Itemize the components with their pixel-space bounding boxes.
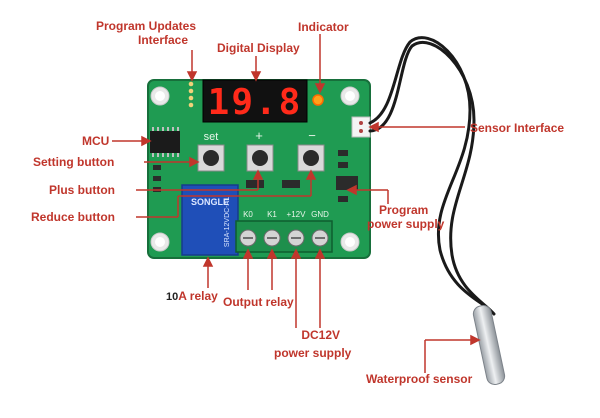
- program-updates-line2: Interface: [138, 33, 189, 47]
- mcu-label: MCU: [82, 134, 110, 148]
- dc12v-line1: DC12V: [301, 328, 341, 342]
- sensor-connector: [351, 116, 371, 138]
- minus-silk-label: −: [308, 128, 316, 143]
- plus-silk-label: +: [255, 128, 263, 143]
- program-updates-header: [188, 81, 194, 108]
- waterproof-sensor-label: Waterproof sensor: [366, 372, 473, 386]
- dc12v-label: DC12V power supply: [274, 328, 352, 360]
- plus-button[interactable]: [246, 144, 274, 172]
- relay-10a-rest: A relay: [178, 289, 218, 303]
- plus-button-label: Plus button: [49, 183, 115, 197]
- indicator-led: [312, 94, 324, 106]
- digital-display: 19.8: [202, 79, 308, 123]
- sensor-cable: [368, 36, 496, 316]
- waterproof-probe: [472, 304, 506, 386]
- terminal-label-k1: K1: [267, 210, 277, 219]
- program-updates-label: Program Updates Interface: [96, 19, 196, 47]
- program-power-line1: Program: [379, 203, 429, 217]
- smd-components: [153, 150, 358, 202]
- terminal-label-12v: +12V: [287, 210, 307, 219]
- terminal-label-k0: K0: [243, 210, 253, 219]
- pcb-board: 19.8 set + −: [147, 79, 371, 259]
- callout-lines: [112, 34, 481, 373]
- set-silk-label: set: [204, 131, 219, 143]
- setting-button-label: Setting button: [33, 155, 115, 169]
- program-power-label: Program power supply: [367, 203, 444, 231]
- digital-display-label: Digital Display: [217, 41, 300, 55]
- screw-terminal-block: [235, 220, 333, 253]
- program-power-line2: power supply: [367, 217, 445, 231]
- display-readout: 19.8: [208, 82, 303, 123]
- reduce-button-label: Reduce button: [31, 210, 115, 224]
- minus-button[interactable]: [297, 144, 325, 172]
- sensor-interface-label: Sensor Interface: [470, 121, 565, 135]
- relay-brand: SONGLE: [191, 197, 229, 207]
- relay-model: SRA-12VDC-AL: [224, 197, 231, 247]
- mounting-holes: [150, 86, 360, 252]
- mcu-chip: [150, 127, 180, 157]
- dc12v-line2: power supply: [274, 346, 352, 360]
- relay-10a-label: 10A relay: [166, 289, 218, 304]
- indicator-label: Indicator: [298, 20, 349, 34]
- output-relay-label: Output relay: [223, 295, 294, 309]
- program-updates-line1: Program Updates: [96, 19, 197, 33]
- set-button[interactable]: [197, 144, 225, 172]
- relay-10a-prefix: 10: [166, 291, 179, 303]
- terminal-label-gnd: GND: [311, 210, 329, 219]
